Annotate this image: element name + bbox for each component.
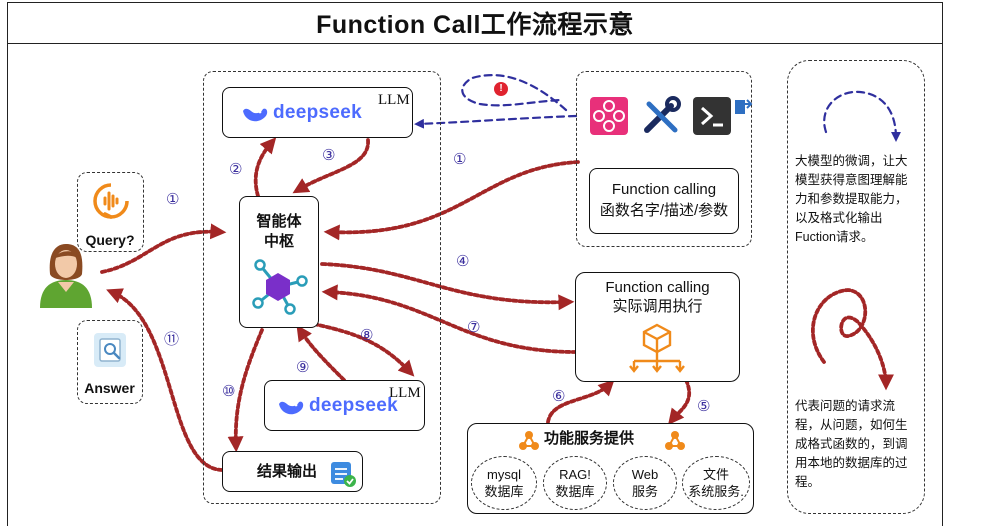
- edge-agent-to-llm-top: [253, 137, 277, 198]
- legend-request-flow-text: 代表问题的请求流 程，从问题，如何生 成格式函数的，到调 用本地的数据库的过 程…: [795, 397, 925, 492]
- query-card[interactable]: Query?: [77, 172, 144, 252]
- answer-document-icon: [94, 333, 126, 367]
- service-mysql-line1: mysql: [487, 467, 521, 482]
- service-rag[interactable]: RAG! 数据库: [543, 456, 607, 510]
- service-mysql[interactable]: mysql 数据库: [471, 456, 537, 510]
- service-web-line2: 服务: [631, 484, 658, 499]
- step-label-11: ⑪: [164, 330, 180, 348]
- agent-group-frame: [203, 71, 441, 504]
- result-output-icon: [331, 462, 356, 487]
- service-web[interactable]: Web 服务: [613, 456, 677, 510]
- deepseek-whale-icon: [279, 401, 304, 415]
- fine-tune-line: Fuction请求。: [795, 230, 874, 244]
- service-file-line1: 文件: [702, 467, 729, 482]
- service-mysql-line2: 数据库: [484, 484, 524, 499]
- request-flow-line: 成格式函数的，到调: [795, 437, 908, 451]
- step-label-1a: ①: [166, 190, 180, 208]
- fine-tune-line: 模型获得意图理解能: [795, 173, 908, 187]
- fine-tune-line: 大模型的微调，让大: [795, 154, 908, 168]
- llm-top-box[interactable]: deepseek LLM: [222, 87, 413, 138]
- fc-execute-box[interactable]: Function calling 实际调用执行: [575, 272, 740, 382]
- step-label-4: ④: [456, 252, 470, 270]
- edge-fine-tune-loop: [461, 74, 568, 112]
- service-web-line1: Web: [631, 467, 659, 482]
- step-label-9: ⑨: [296, 358, 310, 376]
- step-label-7: ⑦: [467, 318, 481, 336]
- step-label-3: ③: [322, 146, 336, 164]
- step-label-6: ⑥: [552, 387, 566, 405]
- service-rag-line1: RAG!: [559, 467, 591, 482]
- step-label-2: ②: [229, 160, 243, 178]
- user-avatar-icon: [40, 244, 92, 308]
- request-flow-line: 程。: [795, 475, 821, 489]
- llm-top-brand: deepseek: [273, 102, 363, 123]
- edge-legend-fine-tune: [823, 90, 901, 142]
- result-output-box[interactable]: 结果输出: [222, 451, 363, 492]
- edge-legend-request-loop: [811, 288, 894, 391]
- fine-tune-line: 以及格式化输出: [795, 211, 883, 225]
- agent-hub-line1: 智能体: [256, 213, 302, 230]
- request-flow-line: 程，从问题，如何生: [795, 418, 908, 432]
- services-panel: 功能服务提供 mysql 数据库 RAG! 数据库 Web 服务 文件 系统服务…: [467, 423, 754, 514]
- llm-bottom-brand: deepseek: [309, 395, 399, 416]
- service-provider-icon: [665, 431, 685, 450]
- edge-llm-bottom-to-agent: [296, 324, 346, 382]
- fc-definition-line1: Function calling: [611, 181, 717, 198]
- voice-query-icon: [93, 183, 129, 219]
- fc-execute-line2: 实际调用执行: [612, 298, 703, 315]
- network-hub-icon: [252, 259, 308, 315]
- step-label-10: ⑩: [222, 382, 236, 400]
- edge-services-to-fcexec: [546, 379, 615, 424]
- edge-tools-to-llm-top: [414, 114, 578, 129]
- agent-hub-line2: 中枢: [263, 233, 294, 250]
- legend-frame: [787, 60, 925, 514]
- terminal-icon: [693, 97, 731, 135]
- alert-badge: [494, 82, 508, 96]
- fc-definition-line2: 函数名字/描述/参数: [599, 202, 729, 219]
- edge-fcdef-to-agent: [323, 160, 580, 241]
- page-title: Function Call工作流程示意: [7, 2, 943, 44]
- answer-label: Answer: [84, 380, 135, 396]
- tools-icon: [644, 96, 681, 133]
- services-title: 功能服务提供: [544, 430, 635, 447]
- outer-frame: [7, 44, 943, 526]
- step-label-1b: ①: [453, 150, 467, 168]
- legend-fine-tune-text: 大模型的微调，让大 模型获得意图理解能 力和参数提取能力， 以及格式化输出 Fu…: [795, 152, 925, 247]
- answer-card[interactable]: Answer: [77, 320, 143, 404]
- deepseek-whale-icon: [243, 108, 268, 122]
- service-file[interactable]: 文件 系统服务.: [682, 456, 750, 510]
- service-provider-icon: [519, 431, 539, 450]
- fc-definition-box[interactable]: Function calling 函数名字/描述/参数: [589, 168, 739, 234]
- request-flow-line: 用本地的数据库的过: [795, 456, 908, 470]
- edge-query-to-agent: [100, 223, 227, 274]
- query-label: Query?: [85, 232, 135, 248]
- step-label-5: ⑤: [697, 397, 711, 415]
- edge-fcexec-to-services: [668, 378, 692, 425]
- request-flow-line: 代表问题的请求流: [795, 399, 896, 413]
- fc-execute-line1: Function calling: [605, 279, 710, 296]
- edge-fcexec-to-agent: [321, 284, 578, 354]
- service-rag-line2: 数据库: [555, 484, 595, 499]
- tools-group-frame: [576, 71, 752, 247]
- step-label-8: ⑧: [360, 326, 374, 344]
- export-icon: [735, 99, 753, 114]
- agent-hub-box[interactable]: 智能体 中枢: [239, 196, 319, 328]
- edge-agent-to-result: [227, 328, 264, 453]
- llm-bottom-box[interactable]: deepseek LLM: [264, 380, 425, 431]
- edge-llm-top-to-agent: [292, 138, 370, 194]
- alert-badge-text: !: [499, 83, 503, 94]
- aws-step-functions-icon: [590, 97, 628, 135]
- llm-top-tag: LLM: [378, 92, 410, 108]
- function-execute-icon: [629, 323, 685, 373]
- fine-tune-line: 力和参数提取能力，: [795, 192, 908, 206]
- llm-bottom-tag: LLM: [389, 385, 421, 401]
- service-file-line2: 系统服务.: [688, 484, 744, 499]
- result-output-label: 结果输出: [257, 463, 318, 480]
- edge-agent-to-fcexec: [320, 262, 575, 311]
- edge-agent-to-llm-bottom: [312, 322, 415, 377]
